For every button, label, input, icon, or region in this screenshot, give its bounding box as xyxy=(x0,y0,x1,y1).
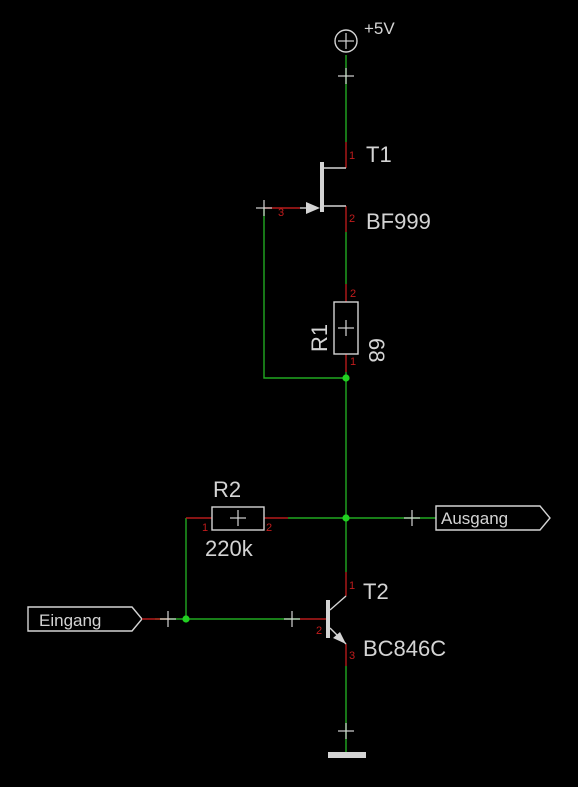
t1-pin2-number: 2 xyxy=(349,213,355,225)
vcc-supply[interactable]: +5V xyxy=(334,19,395,84)
t1-pin3-number: 3 xyxy=(278,207,284,219)
resistor-r2[interactable]: 1 2 R2 220k xyxy=(186,477,288,561)
t1-pin1-number: 1 xyxy=(349,150,355,162)
r2-pin1-number: 1 xyxy=(202,522,208,534)
ground-icon xyxy=(328,752,366,758)
t1-channel-bar xyxy=(320,162,324,212)
r2-value-label: 220k xyxy=(205,536,254,561)
t2-pin3-number: 3 xyxy=(349,650,355,662)
t2-pin2-number: 2 xyxy=(316,625,322,637)
wire-gate-feedback[interactable] xyxy=(263,208,346,379)
output-port[interactable]: Ausgang xyxy=(404,505,551,531)
t2-ref-label: T2 xyxy=(363,579,389,604)
junctions xyxy=(182,374,350,623)
t1-value-label: BF999 xyxy=(366,209,431,234)
t2-collector-lead xyxy=(329,595,347,611)
input-port-label: Eingang xyxy=(39,611,101,630)
r2-ref-label: R2 xyxy=(213,477,241,502)
ground-symbol[interactable] xyxy=(328,723,366,758)
r1-pin1-number: 1 xyxy=(350,356,356,368)
vcc-label: +5V xyxy=(364,19,395,38)
r1-ref-label: R1 xyxy=(307,324,332,352)
resistor-r1[interactable]: 2 1 R1 68 xyxy=(307,284,389,372)
input-port[interactable]: Eingang xyxy=(27,606,176,632)
transistor-t2[interactable]: 1 2 3 T2 BC846C xyxy=(284,572,446,666)
input-port-shape xyxy=(27,606,143,632)
junction-dot xyxy=(342,514,350,522)
t2-base-bar xyxy=(326,600,330,638)
output-port-shape xyxy=(435,505,551,531)
r1-value-label: 68 xyxy=(364,338,389,362)
r2-pin2-number: 2 xyxy=(266,522,272,534)
junction-dot xyxy=(342,374,350,382)
t2-pin1-number: 1 xyxy=(349,580,355,592)
t1-gate-arrow-icon xyxy=(306,202,320,214)
t2-emitter-arrow-icon xyxy=(333,632,346,644)
t1-ref-label: T1 xyxy=(366,142,392,167)
junction-dot xyxy=(182,615,190,623)
t2-value-label: BC846C xyxy=(363,636,446,661)
output-port-label: Ausgang xyxy=(441,509,508,528)
r1-pin2-number: 2 xyxy=(350,288,356,300)
transistor-t1[interactable]: 1 2 3 T1 BF999 xyxy=(256,142,431,234)
